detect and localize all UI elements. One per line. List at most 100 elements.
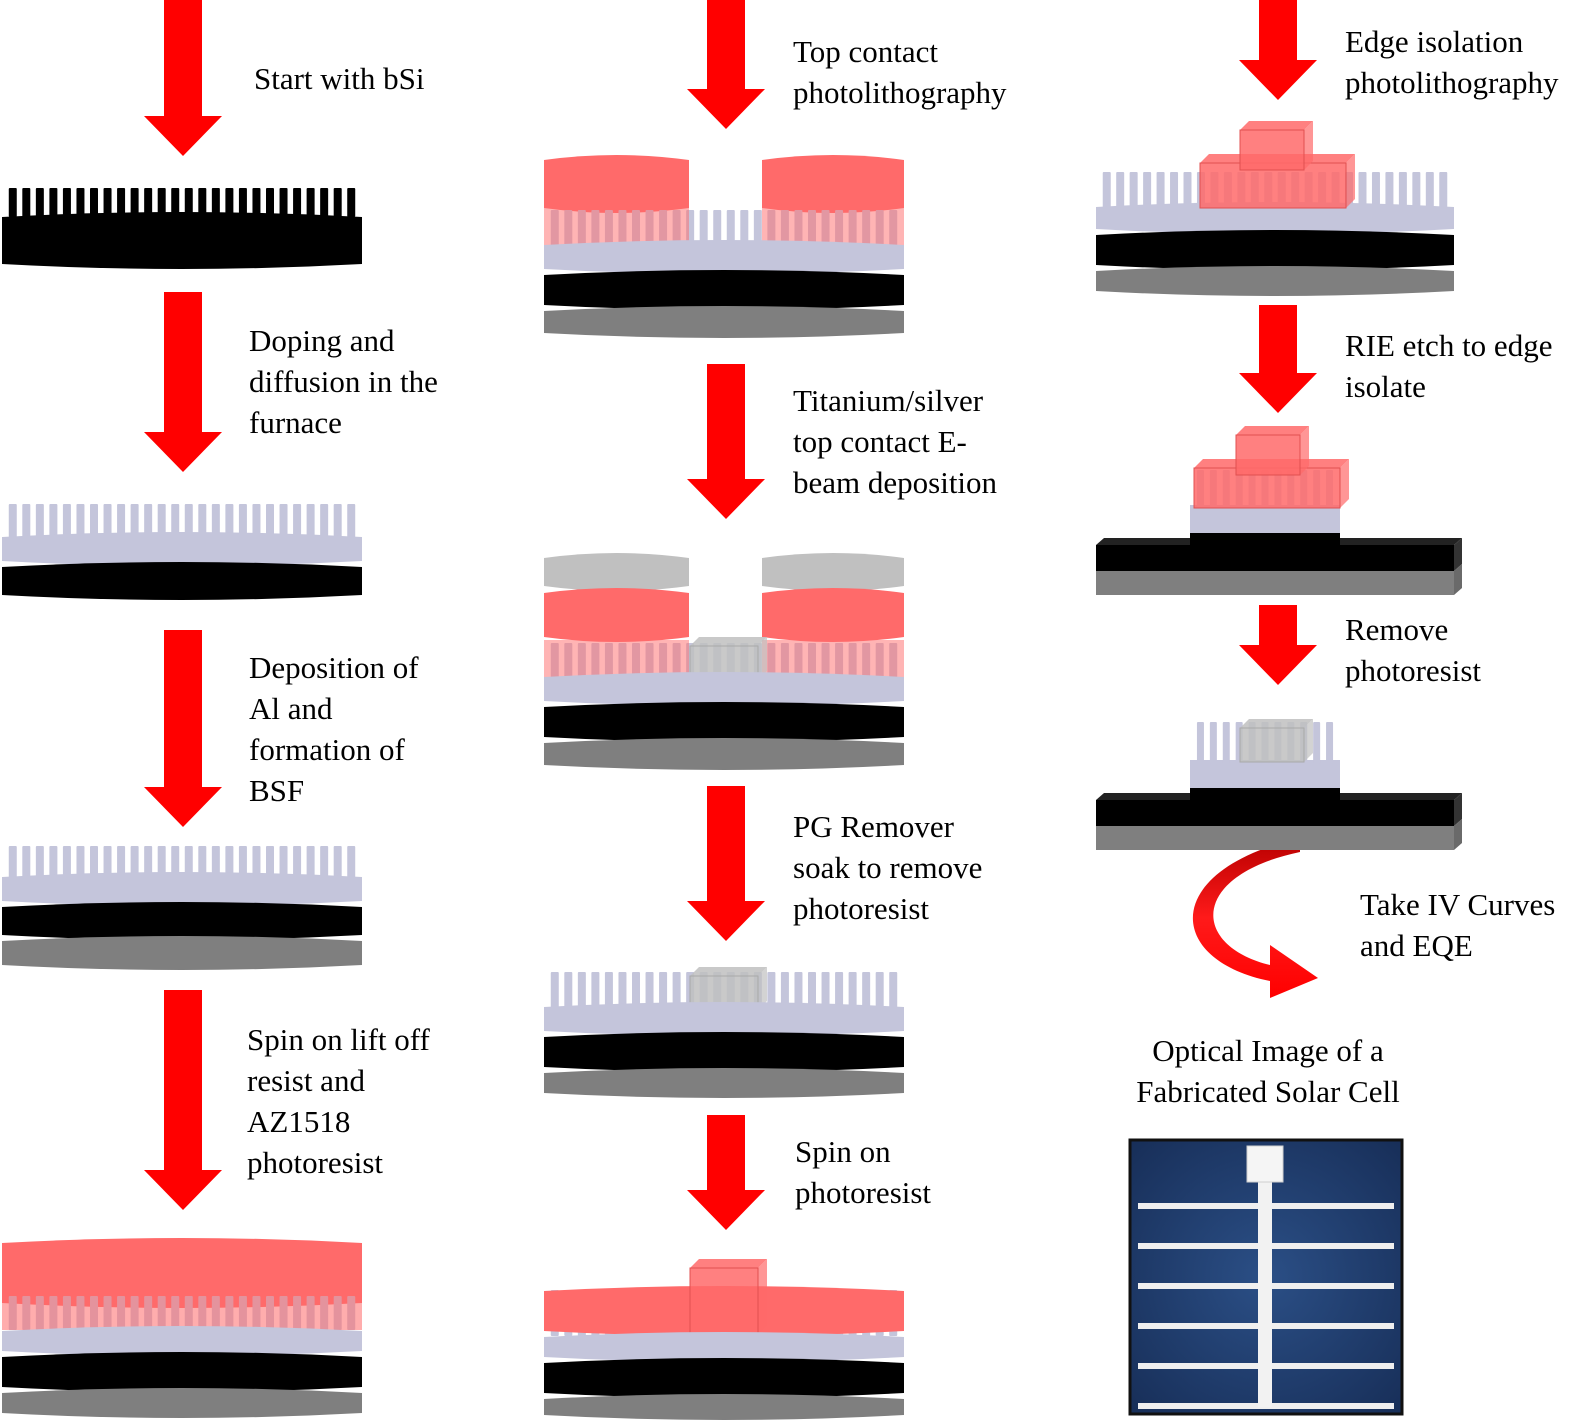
si-pillar (293, 188, 302, 217)
si-pillar (252, 188, 261, 217)
process-arrows (144, 0, 1317, 1230)
p-substrate (2, 902, 362, 940)
si-pillar (632, 972, 640, 1008)
si-pillar (198, 504, 207, 538)
si-pillar (279, 846, 288, 878)
si-pillar (659, 972, 668, 1008)
wafer-edge-litho (1096, 121, 1454, 296)
photoresist-over-contact (1235, 426, 1309, 476)
si-pillar (1313, 722, 1321, 764)
photoresist-mask-side (1340, 459, 1349, 508)
p-substrate (1096, 800, 1454, 826)
p-substrate (2, 562, 362, 600)
step-label-rie-etch: RIE etch to edge isolate (1345, 328, 1553, 404)
photoresist-over-contact-front (1235, 434, 1301, 476)
si-pillar (1170, 172, 1179, 208)
photoresist-right (762, 588, 904, 642)
si-pillar (320, 188, 329, 217)
n-doped-layer (1096, 202, 1454, 234)
step-label-top-contact-litho: Top contact photolithography (793, 34, 1007, 110)
wafer-top-contact-litho (544, 155, 904, 338)
n-doped-layer (2, 532, 362, 566)
si-pillar (184, 846, 193, 878)
photoresist-over-contact-front (689, 1267, 759, 1335)
si-pillar (591, 972, 600, 1008)
si-pillar (76, 846, 85, 878)
si-pillar (347, 846, 356, 878)
si-pillar (306, 846, 315, 878)
si-pillar (604, 972, 613, 1008)
photoresist-over-contact-front (1239, 129, 1305, 171)
wafer-bsf (2, 846, 362, 970)
si-pillar (103, 188, 112, 217)
metal-film-right (762, 553, 904, 591)
step-label-remove-photoresist: Remove photoresist (1345, 612, 1482, 688)
photoresist-over-contact-top (690, 1259, 767, 1268)
si-pillar (117, 846, 126, 878)
si-pillar (726, 210, 735, 246)
si-pillar (184, 188, 193, 217)
si-pillar (1156, 172, 1165, 208)
top-contact-top (1240, 719, 1313, 728)
optical-image-caption: Optical Image of a Fabricated Solar Cell (1136, 1033, 1400, 1109)
si-pillar (1116, 172, 1125, 208)
top-contact-side (758, 637, 767, 680)
si-pillar (103, 846, 112, 878)
si-pillar (293, 846, 302, 878)
si-pillar (225, 846, 234, 878)
si-pillar (320, 504, 329, 538)
si-pillar (62, 504, 71, 538)
si-pillar (889, 972, 898, 1008)
step-label-spin-lift-off: Spin on lift off resist and AZ1518 photo… (247, 1022, 430, 1180)
si-pillar (740, 210, 749, 246)
top-contact-top (690, 967, 767, 976)
si-pillar (1398, 172, 1407, 208)
si-pillar (1425, 172, 1434, 208)
si-pillar (252, 846, 261, 878)
n-doped-layer (2, 1326, 362, 1356)
down-arrow (1239, 305, 1317, 413)
si-pillar (35, 188, 44, 217)
si-pillar (90, 846, 98, 878)
al-bsf-side (1454, 819, 1462, 850)
si-pillar (1222, 722, 1230, 764)
down-arrow (144, 630, 222, 827)
down-arrow (1239, 0, 1317, 100)
photoresist-over-contact-side (1300, 426, 1309, 475)
si-pillar (211, 846, 220, 878)
si-pillar (266, 188, 274, 217)
photoresist-left (544, 588, 689, 642)
si-pillar (22, 188, 31, 217)
si-pillar (1326, 722, 1334, 764)
photoresist-over-contact-side (1304, 121, 1313, 170)
si-pillar (49, 188, 58, 217)
si-pillar (266, 504, 274, 538)
si-pillar (157, 188, 166, 217)
si-pillar (252, 504, 261, 538)
photoresist-over-contact (689, 1259, 767, 1335)
si-pillar (564, 972, 573, 1008)
n-doped-layer (544, 1002, 904, 1036)
n-doped-layer (544, 672, 904, 706)
top-contact (1239, 719, 1313, 763)
si-pillar (8, 846, 17, 878)
step-label-doping: Doping and diffusion in the furnace (249, 323, 438, 440)
si-pillar (49, 846, 58, 878)
si-pillar (184, 504, 193, 538)
top-contact-front (1239, 727, 1305, 763)
busbar (1258, 1163, 1272, 1407)
metal-film-left (544, 553, 689, 591)
si-pillar (279, 188, 288, 217)
p-substrate-side (1454, 538, 1462, 571)
down-arrow (687, 364, 765, 519)
down-arrow (144, 0, 222, 156)
mesa-n-layer (1190, 760, 1340, 788)
curved-arrow (1192, 838, 1318, 998)
si-pillar (49, 504, 58, 538)
p-substrate (544, 1032, 904, 1072)
wafer-pg-remover (544, 967, 904, 1098)
down-arrow (144, 990, 222, 1210)
al-bsf-layer (544, 738, 904, 770)
